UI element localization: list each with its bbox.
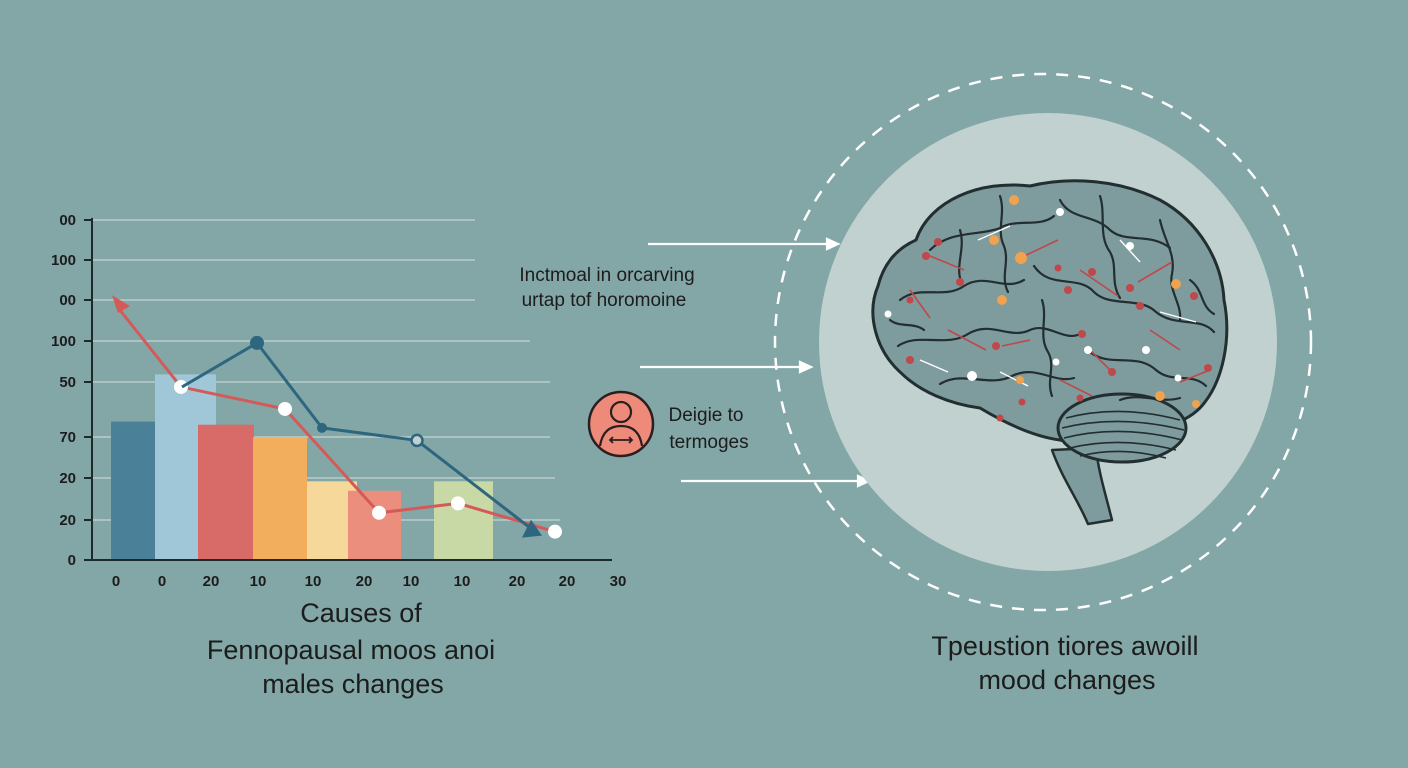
chart-bar bbox=[198, 424, 254, 560]
red-series-arrowhead bbox=[112, 295, 130, 314]
y-tick-label: 00 bbox=[59, 292, 76, 309]
x-tick-label: 10 bbox=[305, 573, 322, 590]
y-tick-label: 0 bbox=[68, 552, 76, 569]
x-tick-label: 0 bbox=[158, 573, 166, 590]
chart-bar bbox=[348, 490, 401, 560]
brain-caption-line-2: mood changes bbox=[978, 665, 1155, 695]
y-tick-labels: 00 100 00 100 50 70 20 20 0 bbox=[51, 212, 92, 569]
person-icon bbox=[587, 390, 655, 458]
blue-series-arrowhead bbox=[522, 519, 542, 538]
arrow-label-1-line-2: urtap tof horomoine bbox=[522, 290, 687, 311]
blue-series-point bbox=[317, 422, 327, 433]
arrows-to-brain bbox=[640, 237, 872, 488]
blue-series-point bbox=[410, 433, 424, 448]
red-series-point bbox=[548, 524, 562, 539]
y-tick-label: 70 bbox=[59, 429, 76, 446]
brain-icon bbox=[871, 179, 1229, 526]
x-tick-label: 10 bbox=[250, 573, 267, 590]
y-tick-label: 00 bbox=[59, 212, 76, 229]
x-tick-label: 20 bbox=[559, 573, 576, 590]
chart-bar bbox=[253, 437, 307, 560]
y-tick-label: 100 bbox=[51, 333, 76, 350]
x-tick-labels: 0 0 20 10 10 20 10 10 20 20 30 bbox=[112, 573, 627, 590]
chart-bar bbox=[434, 481, 493, 560]
chart-caption-line-2: Fennopausal moos anoi bbox=[207, 635, 495, 665]
y-tick-label: 20 bbox=[59, 470, 76, 487]
red-series-line bbox=[114, 304, 556, 534]
x-tick-label: 30 bbox=[610, 573, 627, 590]
red-series-point bbox=[174, 379, 188, 394]
x-tick-label: 10 bbox=[403, 573, 420, 590]
dashed-outer-circle bbox=[773, 72, 1313, 612]
person-label-line-2: termoges bbox=[669, 432, 748, 453]
x-tick-label: 10 bbox=[454, 573, 471, 590]
chart-caption-line-3: males changes bbox=[262, 669, 444, 699]
y-tick-label: 20 bbox=[59, 512, 76, 529]
chart-axes bbox=[91, 218, 612, 561]
x-tick-label: 20 bbox=[203, 573, 220, 590]
x-tick-label: 0 bbox=[112, 573, 120, 590]
brain-caption-line-1: Tpeustion tiores awoill bbox=[931, 631, 1198, 661]
x-tick-label: 20 bbox=[356, 573, 373, 590]
red-series-point bbox=[278, 401, 292, 416]
y-tick-label: 50 bbox=[59, 374, 76, 391]
blue-series-point bbox=[250, 335, 264, 350]
red-series-point bbox=[451, 496, 465, 511]
chart-bars bbox=[111, 374, 493, 560]
chart-bar bbox=[111, 421, 158, 560]
arrow-label-1-line-1: Inctmoal in orcarving bbox=[519, 265, 694, 286]
chart-series-lines bbox=[112, 295, 562, 539]
y-tick-label: 100 bbox=[51, 252, 76, 269]
x-tick-label: 20 bbox=[509, 573, 526, 590]
chart-caption-line-1: Causes of bbox=[300, 598, 422, 628]
red-series-point bbox=[372, 505, 386, 520]
person-label-line-1: Deigie to bbox=[669, 405, 744, 426]
